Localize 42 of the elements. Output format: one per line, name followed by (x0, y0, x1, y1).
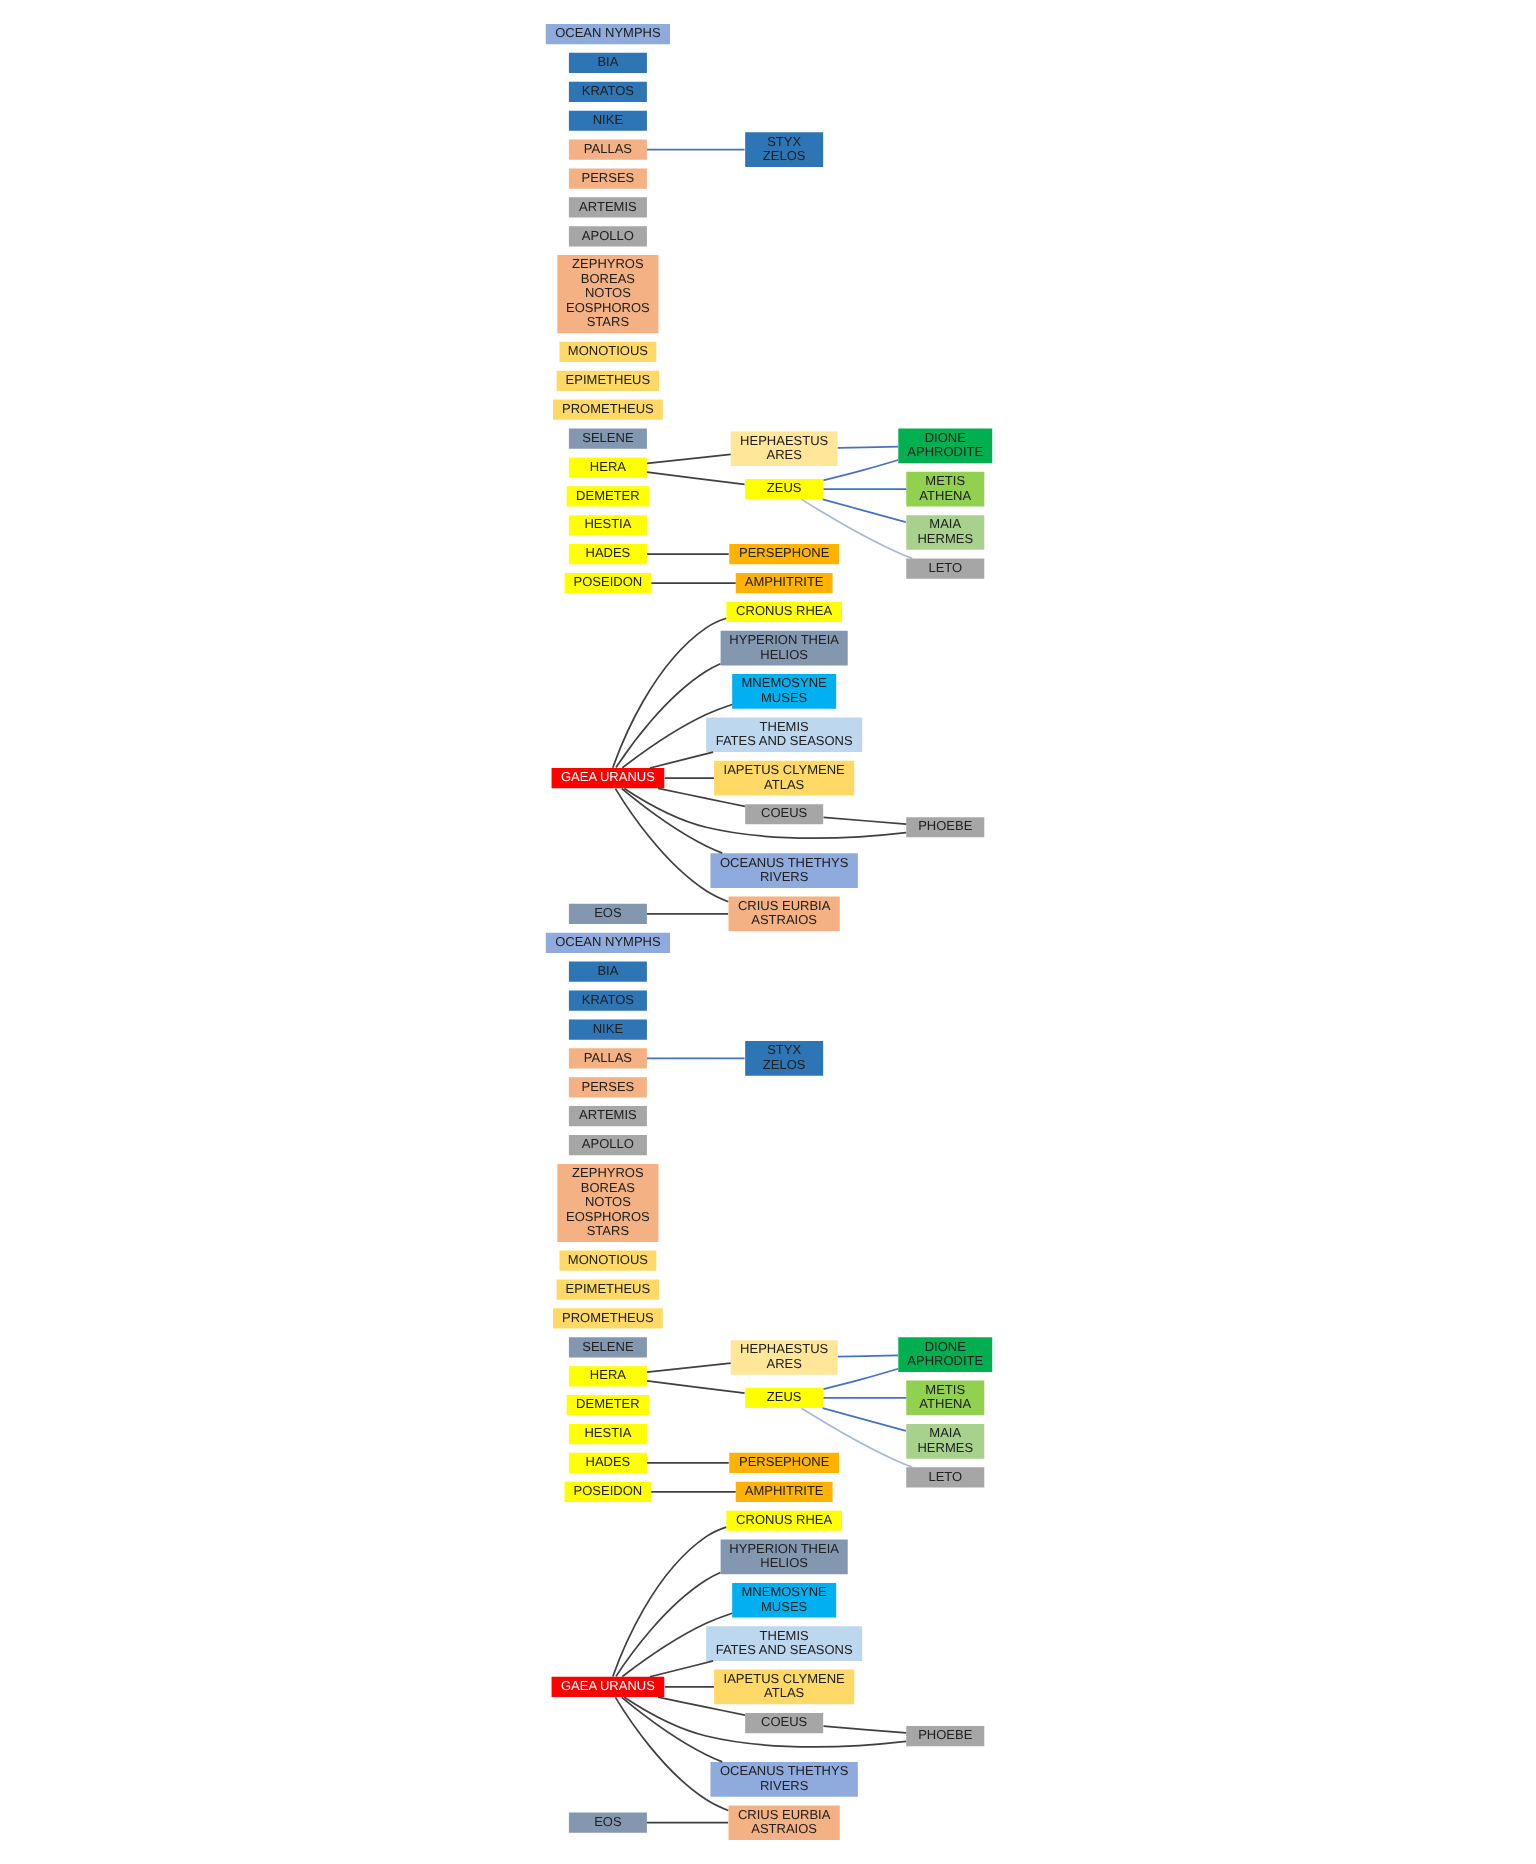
connector (622, 1696, 906, 1748)
connector (613, 1696, 729, 1812)
connector (613, 787, 729, 903)
connector (645, 453, 731, 465)
connector (649, 582, 736, 584)
connector (821, 488, 907, 491)
connector (662, 1686, 714, 1688)
connector (799, 1407, 913, 1469)
connector (656, 787, 745, 808)
connector (645, 148, 745, 151)
connector (622, 787, 906, 840)
connector (799, 498, 913, 560)
connector (836, 445, 898, 449)
connector (648, 751, 713, 769)
connector (645, 1380, 745, 1395)
connector (610, 1526, 727, 1678)
connector (619, 787, 723, 854)
connector (662, 777, 714, 779)
connector (620, 703, 732, 769)
connector (821, 1725, 907, 1734)
connector (820, 1407, 906, 1432)
connector (821, 1367, 899, 1390)
connector (836, 1354, 898, 1358)
connector (620, 1612, 732, 1678)
connector (820, 498, 906, 523)
connector (656, 1696, 745, 1717)
connector (648, 1660, 713, 1678)
connector (645, 553, 729, 556)
connector (619, 1696, 723, 1763)
connector (645, 1462, 729, 1464)
connector (645, 1821, 728, 1824)
connector (614, 1571, 721, 1678)
connector (645, 913, 728, 915)
connector (645, 471, 745, 486)
connector (821, 816, 907, 826)
connector (645, 1362, 731, 1374)
connector (821, 1397, 907, 1399)
connector (821, 459, 899, 482)
connector (614, 662, 721, 769)
connector (649, 1491, 736, 1493)
connector (645, 1057, 745, 1060)
connector (610, 617, 727, 769)
